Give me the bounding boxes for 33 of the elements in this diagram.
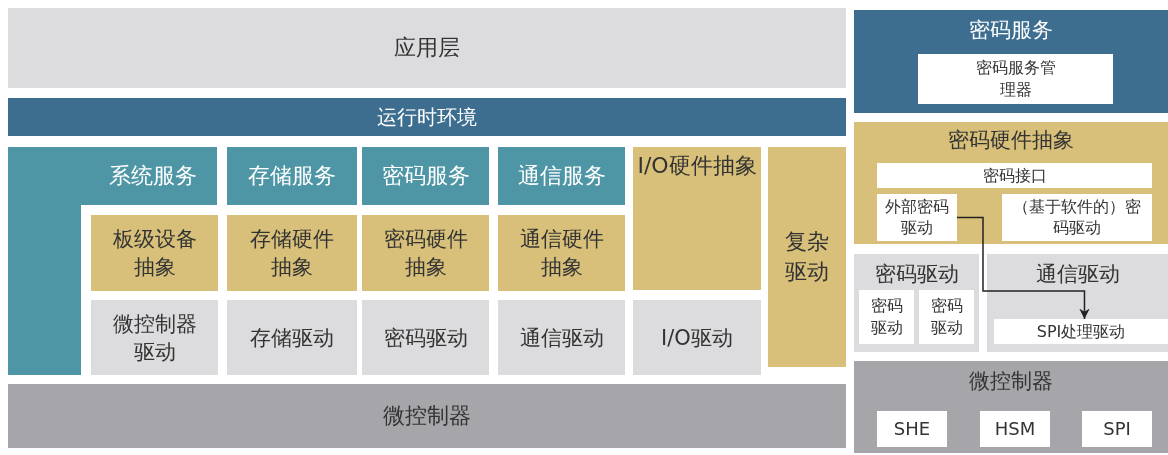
driver-box: 密码驱动 [859,290,914,344]
service-panel: 密码服务 密码服务管理器 [854,10,1168,113]
abstraction-box: 存储硬件抽象 [227,215,357,291]
driver-box: （基于软件的）密码驱动 [1002,194,1152,241]
manager-box: 密码服务管理器 [918,54,1113,104]
layer-band: 微控制器 [8,384,846,448]
abstraction-box: 板级设备抽象 [91,215,218,291]
abstraction-panel: 密码硬件抽象 密码接口 外部密码驱动 （基于软件的）密码驱动 [854,122,1168,244]
driver-box: 密码驱动 [362,300,489,375]
module-box: SHE [877,411,947,447]
module-box: SPI [1082,411,1152,447]
service-box: 通信服务 [498,147,625,205]
driver-box: 通信驱动 [498,300,625,375]
abstraction-box: 通信硬件抽象 [498,215,625,291]
driver-box: 存储驱动 [227,300,357,375]
abstraction-box: 密码硬件抽象 [362,215,489,291]
driver-box: 复杂驱动 [768,147,846,367]
layer-band: 运行时环境 [8,98,846,136]
driver-box: 密码驱动 [919,290,974,344]
abstraction-box: I/O硬件抽象 [633,147,761,290]
module-box: HSM [980,411,1050,447]
driver-panel: 通信驱动 SPI处理驱动 [987,254,1168,352]
driver-box: 外部密码驱动 [877,194,957,241]
layer-band: 应用层 [8,8,846,88]
driver-box: I/O驱动 [633,300,761,375]
interface-box: 密码接口 [877,163,1152,188]
driver-panel: 密码驱动 密码驱动 密码驱动 [854,254,979,352]
arrow [956,216,1090,320]
driver-box: SPI处理驱动 [994,319,1168,344]
hardware-panel: 微控制器 SHE HSM SPI [854,361,1168,453]
driver-box: 微控制器驱动 [91,300,218,375]
service-box: 密码服务 [362,147,489,205]
service-box: 存储服务 [227,147,357,205]
